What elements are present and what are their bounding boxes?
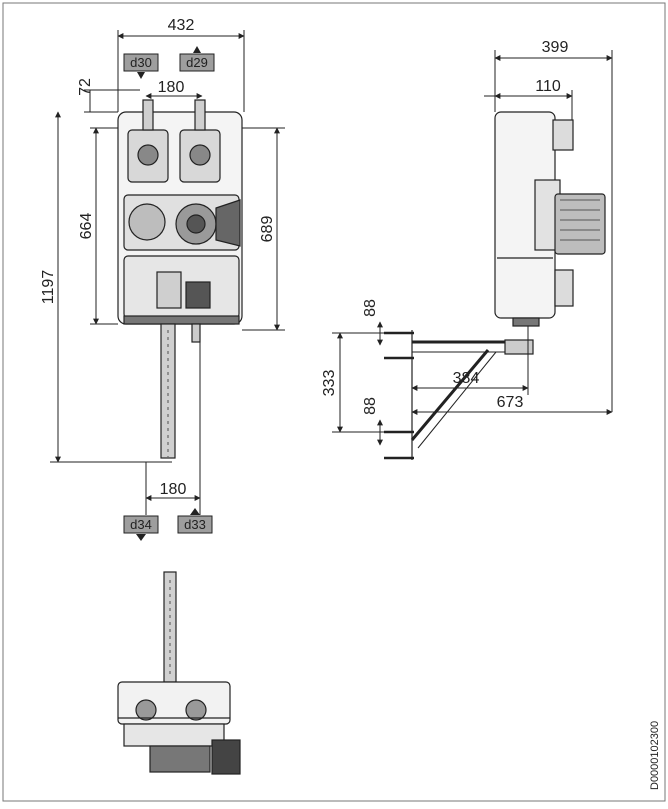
front-view — [117, 99, 243, 459]
arrow-down-icon — [137, 72, 145, 79]
dim-top-offset: 72 — [77, 78, 94, 96]
arrow-down-icon — [136, 534, 146, 541]
drawing-code: D0000102300 — [649, 721, 661, 790]
dim-top-connection-spacing: 180 — [158, 79, 185, 96]
dim-body-height: 664 — [78, 213, 95, 240]
svg-text:d34: d34 — [130, 517, 152, 532]
dim-side-offset: 110 — [535, 78, 561, 95]
dim-front-height: 689 — [259, 216, 276, 243]
connection-tag-d30: d30 — [123, 53, 159, 79]
dim-total-height: 1197 — [40, 270, 57, 305]
dim-upper-bracket-spacing: 88 — [362, 299, 379, 317]
dim-bottom-connection-spacing: 180 — [160, 481, 187, 498]
connection-tag-d29: d29 — [179, 46, 215, 72]
dim-side-depth: 399 — [542, 39, 569, 56]
arrow-up-icon — [193, 46, 201, 53]
side-view — [384, 111, 606, 460]
dim-lower-bracket-spacing: 88 — [362, 397, 379, 415]
dim-bracket-height: 333 — [321, 370, 338, 397]
svg-text:d29: d29 — [186, 55, 208, 70]
side-dimensions — [332, 50, 613, 446]
front-dimensions — [50, 30, 285, 515]
dim-total-depth: 673 — [497, 394, 524, 411]
bottom-view — [117, 571, 241, 775]
svg-text:d30: d30 — [130, 55, 152, 70]
dim-overall-width: 432 — [168, 17, 195, 34]
svg-text:d33: d33 — [184, 517, 206, 532]
connection-tag-d34: d34 — [123, 515, 159, 541]
dim-arm-depth: 384 — [453, 370, 480, 387]
arrow-up-icon — [190, 508, 200, 515]
connection-tag-d33: d33 — [177, 508, 213, 534]
